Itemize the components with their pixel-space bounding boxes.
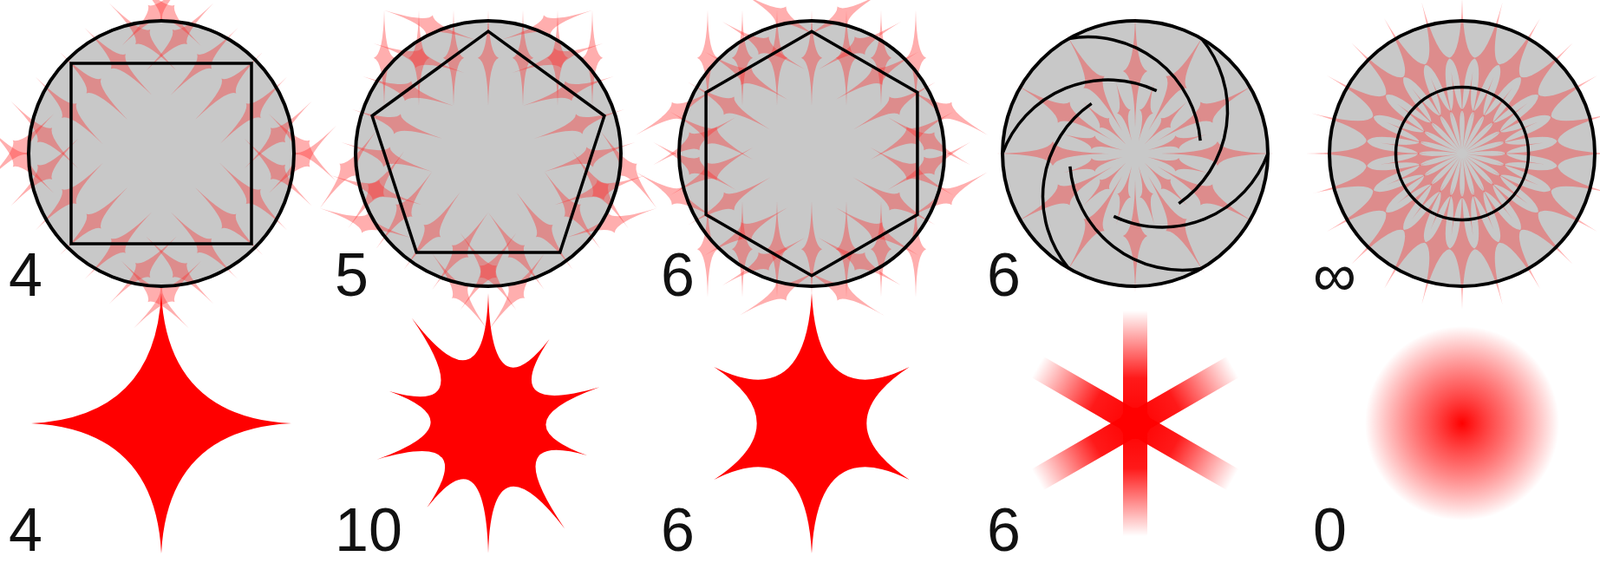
aperture-figure bbox=[1306, 0, 1600, 310]
aperture-blade bbox=[1070, 166, 1202, 271]
aperture-blade bbox=[1113, 153, 1268, 228]
blade-count: 6 bbox=[660, 244, 695, 306]
diffraction-spike bbox=[1462, 71, 1475, 150]
diffraction-spike bbox=[870, 201, 892, 297]
spike-count: 4 bbox=[8, 499, 43, 561]
diffraction-spike bbox=[320, 130, 377, 209]
blurred-spike bbox=[1031, 356, 1239, 490]
diffraction-spike bbox=[1116, 82, 1132, 142]
diffraction-spike bbox=[1083, 101, 1127, 144]
diffraction-spike bbox=[1064, 156, 1124, 173]
aperture-rim bbox=[1329, 20, 1595, 287]
diffraction-spike bbox=[1466, 142, 1544, 155]
diffraction-spike bbox=[1464, 156, 1513, 219]
diffraction-spike bbox=[373, 10, 395, 106]
diffraction-spike bbox=[352, 109, 444, 139]
diffraction-spike bbox=[1411, 88, 1460, 151]
spike-pattern bbox=[1306, 0, 1600, 310]
diffraction-spike bbox=[477, 10, 499, 106]
diffraction-spike bbox=[1138, 166, 1155, 226]
diffraction-spike bbox=[121, 261, 190, 329]
aperture-rim bbox=[355, 20, 621, 287]
diffraction-spike bbox=[1083, 163, 1126, 207]
diffraction-spike bbox=[330, 175, 422, 205]
diffraction-spike bbox=[581, 10, 603, 106]
spike-count: 0 bbox=[1312, 499, 1347, 561]
blade-count: 6 bbox=[986, 244, 1021, 306]
diffraction-spike bbox=[1465, 103, 1528, 151]
diffraction-spike bbox=[687, 81, 771, 130]
diffraction-spike bbox=[1466, 153, 1544, 166]
spike-star bbox=[713, 293, 909, 554]
aperture-figure bbox=[320, 10, 657, 331]
diffraction-spike bbox=[1148, 134, 1208, 151]
aperture-blade bbox=[1002, 79, 1157, 154]
diffraction-spike bbox=[1397, 156, 1459, 204]
aperture-polygon bbox=[372, 31, 605, 253]
airy-blob bbox=[1364, 326, 1560, 521]
aperture-polygon bbox=[71, 63, 252, 244]
diffraction-spike bbox=[853, 81, 936, 130]
diffraction-spike bbox=[1014, 166, 1113, 223]
diffraction-spike bbox=[1306, 140, 1428, 167]
spike-star bbox=[31, 293, 292, 554]
aperture-rim bbox=[28, 20, 294, 287]
spike-count: 6 bbox=[660, 499, 695, 561]
spike-core bbox=[1119, 407, 1151, 439]
diffraction-spike bbox=[731, 201, 753, 297]
diffraction-spike bbox=[1064, 134, 1124, 151]
aperture-figure bbox=[0, 0, 337, 329]
spike-pattern bbox=[0, 0, 337, 329]
diffraction-spike bbox=[1450, 157, 1463, 236]
diffraction-spike bbox=[853, 177, 936, 226]
diffraction-spike bbox=[1495, 162, 1600, 194]
aperture-polygon bbox=[705, 31, 918, 276]
spike-star bbox=[377, 293, 601, 554]
aperture-blade bbox=[1069, 37, 1202, 142]
diffraction-spike bbox=[1380, 142, 1458, 155]
aperture-figure bbox=[996, 14, 1274, 293]
aperture-rim bbox=[679, 20, 945, 287]
spike-count: 6 bbox=[986, 499, 1021, 561]
diffraction-spike bbox=[888, 142, 971, 190]
blurred-spikes bbox=[1031, 310, 1239, 536]
diffraction-spike bbox=[653, 142, 736, 190]
blurred-spike bbox=[1031, 356, 1239, 490]
diffraction-spike bbox=[1495, 112, 1600, 144]
diffraction-spike bbox=[801, 10, 823, 106]
diffraction-spike bbox=[431, 253, 489, 331]
diffraction-spike bbox=[687, 177, 771, 226]
diffraction-spike bbox=[534, 109, 626, 139]
blade-count: ∞ bbox=[1312, 244, 1357, 306]
spike-count: 10 bbox=[334, 499, 403, 561]
diffraction-spike bbox=[1496, 140, 1600, 167]
blade-count: 4 bbox=[8, 244, 43, 306]
diffraction-spike bbox=[1157, 84, 1256, 141]
aperture-figure bbox=[635, 0, 988, 316]
diffraction-spike bbox=[801, 201, 823, 297]
aperture-rim bbox=[1002, 20, 1268, 287]
spike-pattern bbox=[635, 0, 988, 316]
diffraction-spike bbox=[1449, 0, 1476, 119]
blade-count: 5 bbox=[334, 244, 369, 306]
diffraction-spike bbox=[268, 125, 337, 194]
diffraction-spike bbox=[731, 10, 753, 106]
diffraction-spike bbox=[1138, 82, 1155, 142]
spike-pattern bbox=[996, 14, 1274, 293]
aperture-circle bbox=[1396, 87, 1529, 221]
diffraction-spike bbox=[320, 208, 412, 238]
aperture-blade bbox=[1042, 103, 1091, 268]
aperture-disc bbox=[28, 20, 294, 287]
diffraction-spike bbox=[1144, 101, 1188, 145]
diffraction-spike bbox=[1148, 156, 1208, 173]
diffraction-spike bbox=[870, 10, 892, 106]
spike-pattern bbox=[320, 10, 657, 331]
diffraction-spike bbox=[1144, 163, 1189, 206]
diffraction-spike bbox=[1116, 166, 1132, 226]
aperture-blade bbox=[1178, 39, 1228, 204]
diffraction-spike bbox=[1449, 188, 1476, 310]
